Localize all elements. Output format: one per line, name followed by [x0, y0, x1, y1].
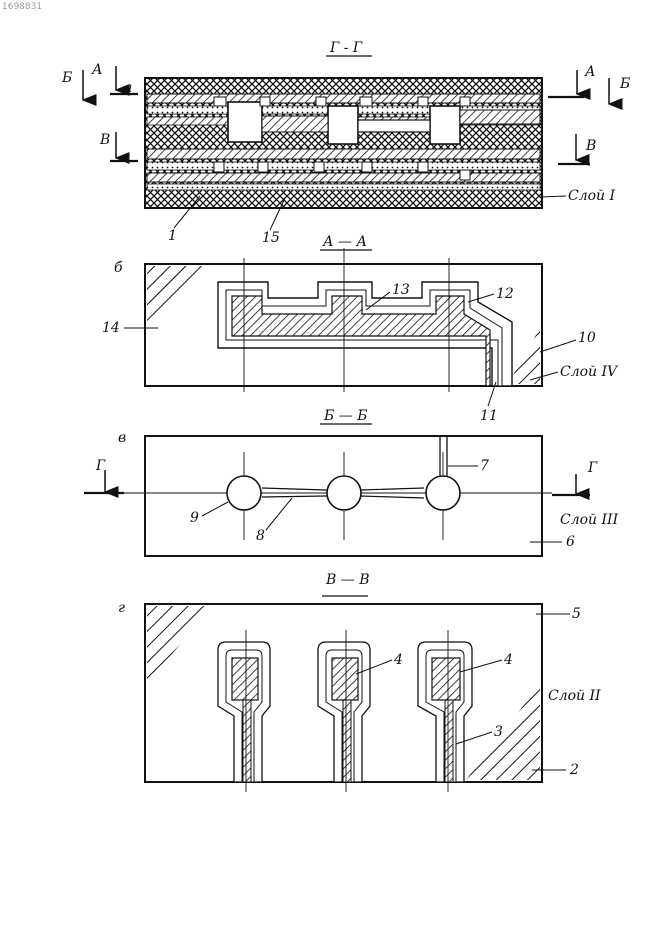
label-n11: 11	[480, 408, 498, 424]
label-v-right: В	[585, 138, 596, 154]
label-n14: 14	[102, 320, 120, 336]
label-n2: 2	[569, 762, 579, 778]
section-bb-letter: в	[118, 430, 126, 446]
pad	[426, 476, 460, 510]
watermark: 1698831	[2, 2, 42, 12]
label-n7: 7	[480, 458, 489, 474]
label-n6: 6	[566, 534, 575, 550]
label-layer-4: Слой IV	[560, 364, 619, 380]
label-n4a: 4	[393, 652, 403, 668]
section-gg: Г - Г	[61, 40, 630, 246]
label-a-right: А	[584, 64, 596, 80]
label-layer-2: Слой II	[548, 688, 601, 704]
label-n4b: 4	[503, 652, 513, 668]
pad	[327, 476, 361, 510]
cavity	[430, 106, 460, 144]
label-g-left: Г	[95, 458, 106, 474]
label-n5: 5	[572, 606, 581, 622]
label-layer-1: Слой I	[568, 188, 616, 204]
section-bb: Б — Б в Г Г 7 9 8 Слой III 6	[84, 408, 619, 556]
label-a-left: А	[91, 62, 103, 78]
section-aa-title: А — А	[322, 234, 367, 250]
label-n1: 1	[168, 228, 177, 244]
cavity	[328, 106, 358, 144]
label-n15: 15	[262, 230, 280, 246]
label-n3: 3	[494, 724, 503, 740]
label-n13: 13	[392, 282, 410, 298]
label-n12: 12	[496, 286, 514, 302]
section-vv-title: В — В	[325, 572, 369, 588]
section-aa-letter: б	[114, 260, 123, 276]
label-a-small: а	[124, 80, 132, 96]
section-gg-title: Г - Г	[329, 40, 363, 56]
label-g-right: Г	[587, 460, 598, 476]
label-n9: 9	[190, 510, 199, 526]
section-vv: В — В г 5 4	[118, 572, 601, 792]
section-bb-title: Б — Б	[323, 408, 367, 424]
label-layer-3: Слой III	[560, 512, 619, 528]
label-b-right: Б	[619, 76, 630, 92]
cavity	[228, 102, 262, 142]
section-aa: А — А б 14 13 12 10 Слой IV 11	[102, 234, 619, 424]
label-v-left: В	[99, 132, 110, 148]
label-b-left: Б	[61, 70, 72, 86]
section-vv-letter: г	[118, 600, 125, 616]
label-n8: 8	[256, 528, 265, 544]
label-n10: 10	[578, 330, 596, 346]
pad-9	[227, 476, 261, 510]
